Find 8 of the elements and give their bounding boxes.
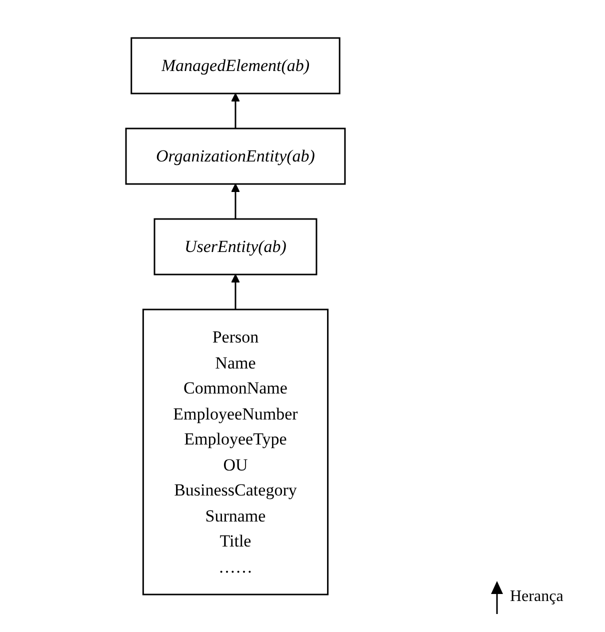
arrow bbox=[230, 183, 240, 219]
node-box: UserEntity(ab) bbox=[153, 218, 317, 275]
node-box: Person Name CommonName EmployeeNumber EmployeeType OU BusinessCategory Surname Title …… bbox=[142, 308, 328, 595]
arrow bbox=[230, 274, 240, 310]
legend-label: Herança bbox=[510, 588, 564, 606]
node-box: ManagedElement(ab) bbox=[130, 37, 340, 94]
arrow bbox=[230, 92, 240, 128]
node-box: OrganizationEntity(ab) bbox=[124, 128, 346, 184]
